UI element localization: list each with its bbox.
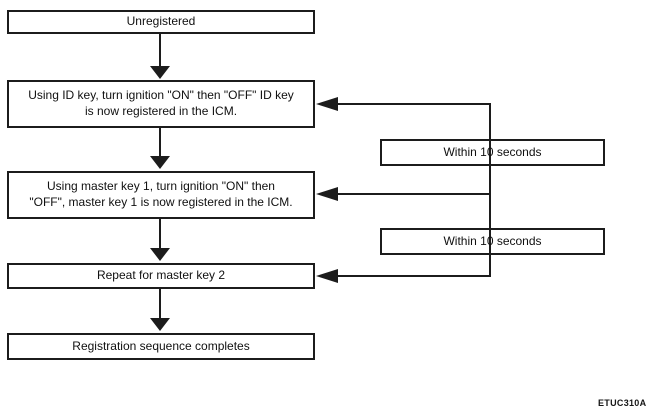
arrow-down-icon <box>150 318 170 331</box>
node-id-key-line2: is now registered in the ICM. <box>84 104 238 118</box>
node-registration-completes: Registration sequence completes <box>7 333 315 360</box>
node-unregistered-label: Unregistered <box>126 14 196 29</box>
node-completes-label: Registration sequence completes <box>72 338 250 353</box>
connector-to-idkey-line <box>337 103 491 105</box>
connector-to-masterkey1-line <box>337 193 491 195</box>
node-master-key-1-registration: Using master key 1, turn ignition "ON" t… <box>7 171 315 219</box>
node-repeat-label: Repeat for master key 2 <box>96 268 226 283</box>
node-repeat-master-key-2: Repeat for master key 2 <box>7 263 315 289</box>
arrow-left-icon <box>316 269 338 283</box>
node-id-key-registration: Using ID key, turn ignition "ON" then "O… <box>7 80 315 128</box>
flow-line-3 <box>159 219 161 249</box>
arrow-down-icon <box>150 66 170 79</box>
node-id-key-line1: Using ID key, turn ignition "ON" then "O… <box>28 88 294 103</box>
node-unregistered: Unregistered <box>7 10 315 34</box>
connector-to-repeat-line <box>337 275 491 277</box>
node-master-key-1-line2: "OFF", master key 1 is now registered in… <box>29 195 293 209</box>
connector-vertical-line <box>489 104 491 277</box>
flow-line-4 <box>159 288 161 319</box>
node-master-key-1-line1: Using master key 1, turn ignition "ON" t… <box>47 179 275 194</box>
node-within-2-label: Within 10 seconds <box>443 233 542 248</box>
arrow-down-icon <box>150 156 170 169</box>
arrow-down-icon <box>150 248 170 261</box>
figure-code: ETUC310A <box>598 398 647 408</box>
flow-line-2 <box>159 128 161 157</box>
node-within-1-label: Within 10 seconds <box>443 144 542 159</box>
arrow-left-icon <box>316 187 338 201</box>
flow-line-1 <box>159 33 161 67</box>
node-within-10-seconds-1: Within 10 seconds <box>380 139 605 166</box>
node-within-10-seconds-2: Within 10 seconds <box>380 228 605 255</box>
arrow-left-icon <box>316 97 338 111</box>
